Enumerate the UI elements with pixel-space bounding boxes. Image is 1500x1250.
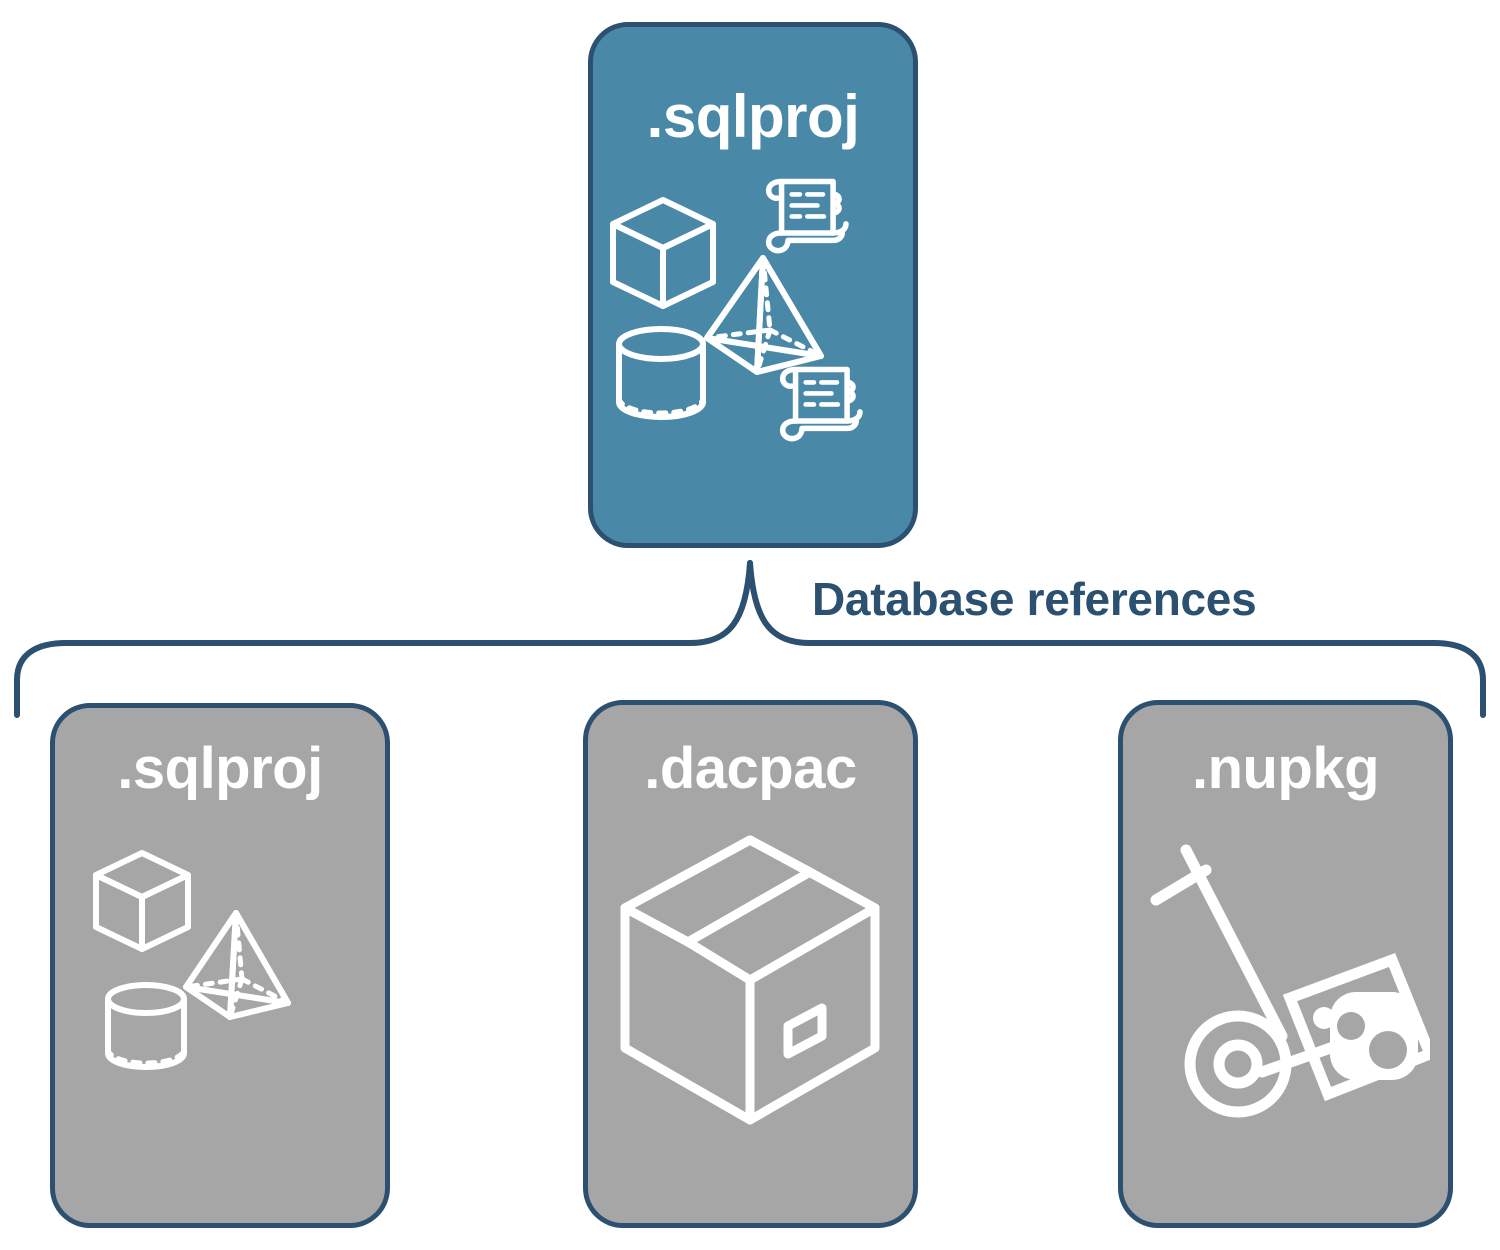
connector-label: Database references bbox=[812, 573, 1257, 625]
pyramid-icon bbox=[704, 255, 824, 375]
scroll-icon-top bbox=[765, 178, 849, 254]
cube-icon bbox=[610, 197, 716, 309]
reference-target-sqlproj-label: .sqlproj bbox=[117, 736, 323, 801]
root-node-sqlproj-card[interactable]: .sqlproj bbox=[588, 22, 918, 548]
reference-target-nupkg-label: .nupkg bbox=[1191, 736, 1380, 801]
root-node-label: .sqlproj bbox=[646, 83, 860, 150]
reference-target-dacpac-label: .dacpac bbox=[644, 736, 857, 801]
database-references-connector bbox=[14, 560, 1486, 718]
cylinder-icon bbox=[616, 326, 706, 420]
root-node-icon-group bbox=[593, 172, 913, 442]
scroll-icon-bottom bbox=[779, 366, 863, 442]
